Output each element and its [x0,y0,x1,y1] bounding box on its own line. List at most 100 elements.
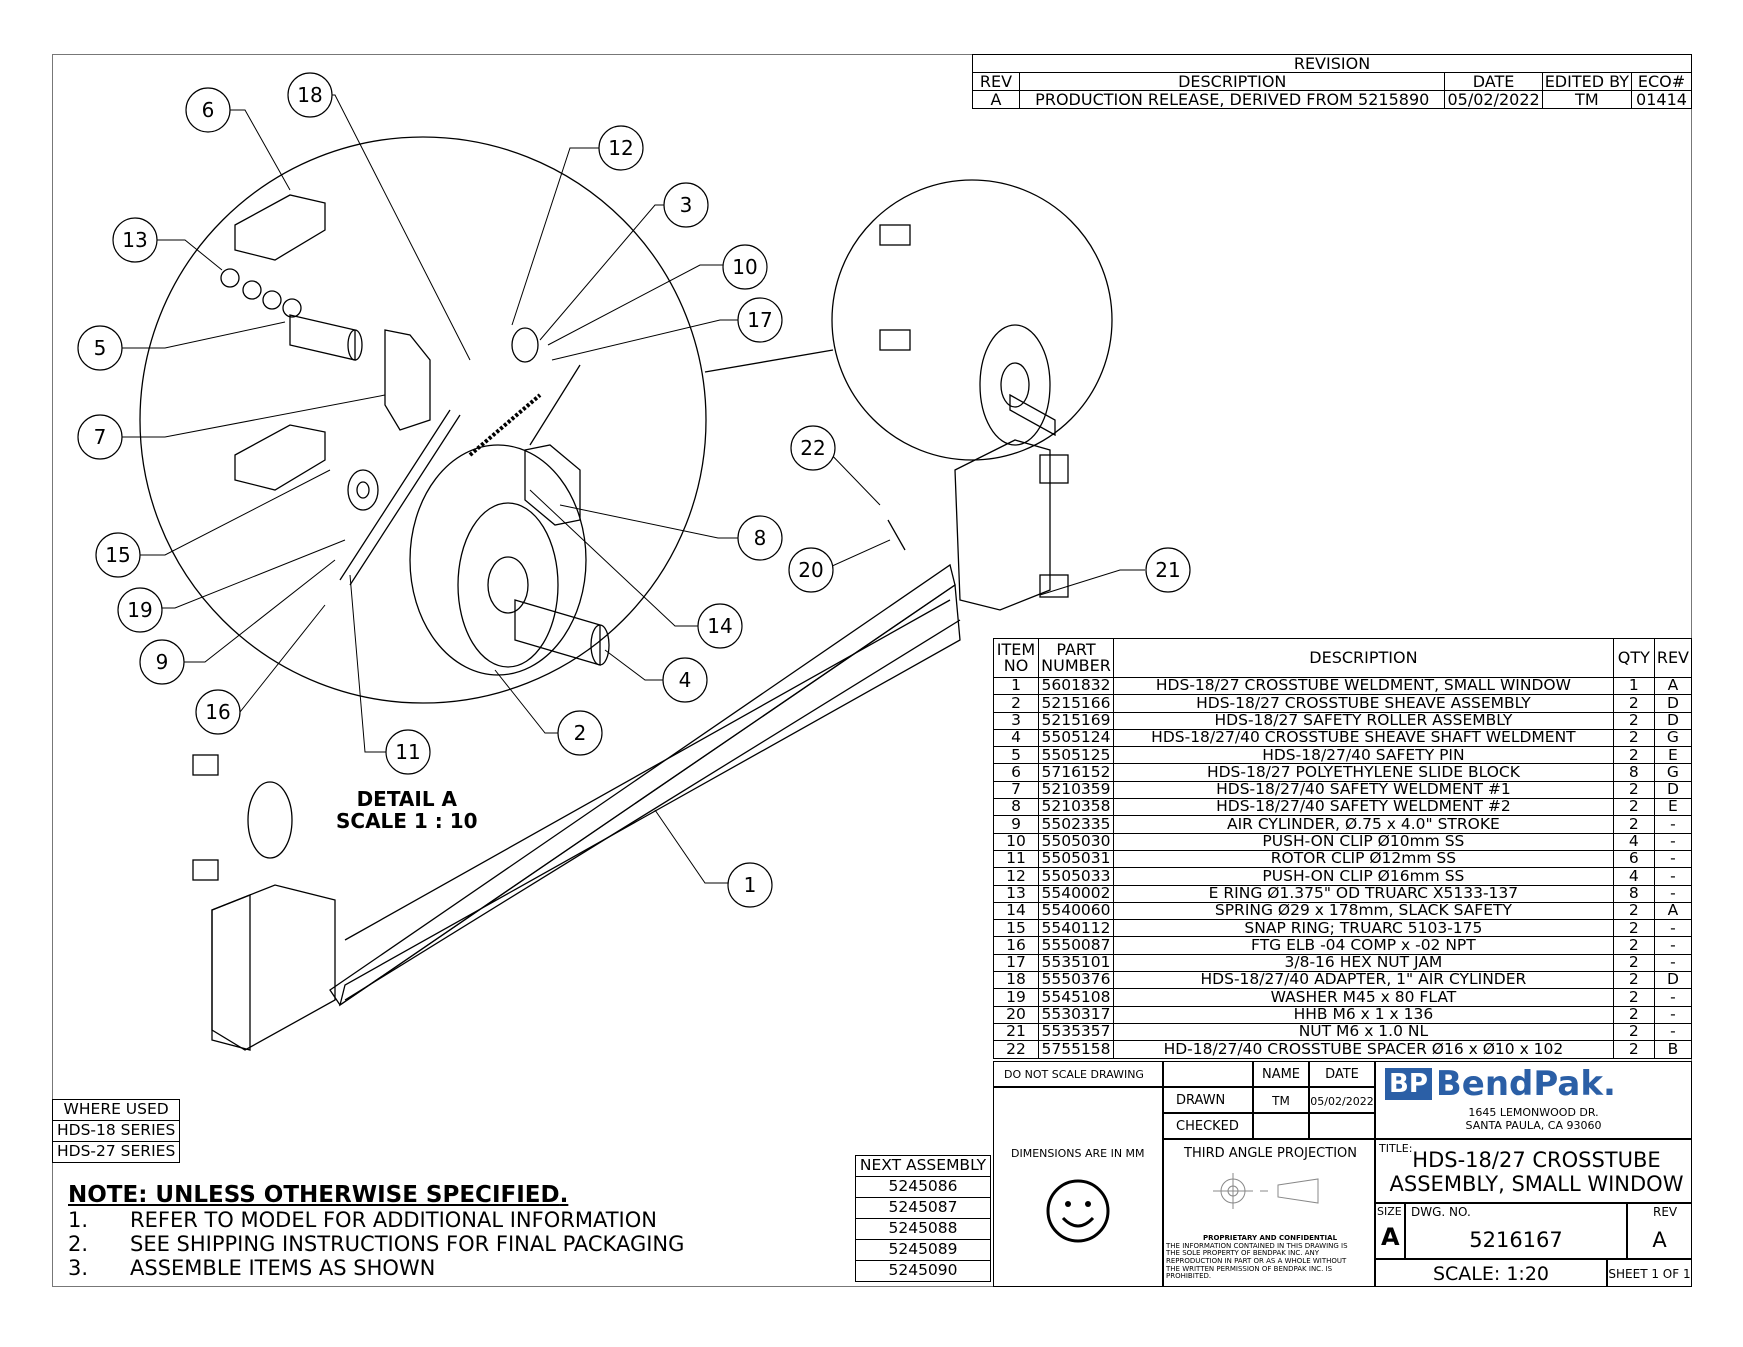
bom-qty: 4 [1612,832,1655,851]
bom-description: PUSH-ON CLIP Ø16mm SS [1113,867,1614,886]
bom-description: HDS-18/27 POLYETHYLENE SLIDE BLOCK [1113,763,1614,782]
bom-rev: - [1653,936,1693,955]
safety-weldment-1 [384,329,431,431]
bom-description: HDS-18/27/40 SAFETY WELDMENT #1 [1113,780,1614,800]
bom-rev: E [1653,798,1693,817]
bom-part-number: 5505125 [1038,746,1114,765]
bom-qty: 2 [1612,1022,1655,1042]
bom-header-desc: DESCRIPTION [1113,638,1614,678]
bom-part-number: 5505124 [1038,728,1114,748]
where-used-row: HDS-27 SERIES [51,1141,181,1163]
crosstube-beam-top [329,563,956,1006]
bom-rev: E [1653,746,1693,765]
bom-item-no: 18 [993,971,1039,990]
bom-part-number: 5716152 [1038,763,1114,782]
balloon-21 [1145,547,1191,593]
bom-part-number: 5755158 [1038,1040,1114,1059]
bom-part-number: 5215169 [1038,711,1114,730]
balloon-6 [185,87,231,133]
svg-text:5: 5 [94,336,107,360]
bom-qty: 2 [1612,1040,1655,1059]
bom-rev: - [1653,988,1693,1007]
bom-header-part: PART NUMBER [1038,638,1114,678]
bom-part-number: 5601832 [1038,676,1114,696]
where-used-table: WHERE USED HDS-18 SERIES HDS-27 SERIES [51,1099,181,1163]
where-used-row: HDS-18 SERIES [51,1120,181,1142]
title-block: DO NOT SCALE DRAWING NAME DATE DRAWN TM … [993,1061,1692,1287]
bill-of-materials: ITEM NO PART NUMBER DESCRIPTION QTY REV … [993,638,1693,1059]
bom-description: 3/8-16 HEX NUT JAM [1113,953,1614,973]
rev-label: REV [1653,1205,1678,1219]
bom-qty: 2 [1612,746,1655,765]
balloon-18 [287,72,333,118]
bom-qty: 8 [1612,884,1655,903]
drawn-name: TM [1253,1087,1309,1113]
bom-part-number: 5540060 [1038,901,1114,921]
projection-label: THIRD ANGLE PROJECTION [1184,1146,1357,1161]
bom-rev: D [1653,711,1693,730]
balloon-10 [722,244,768,290]
bom-qty: 2 [1612,798,1655,817]
detail-a-circle [139,136,707,704]
bom-rev: - [1653,953,1693,973]
checked-label: CHECKED [1163,1113,1253,1139]
bom-rev: - [1653,815,1693,834]
bom-item-no: 16 [993,936,1039,955]
bom-item-no: 13 [993,884,1039,903]
bom-qty: 6 [1612,849,1655,869]
balloon-2 [557,710,603,756]
svg-text:8: 8 [754,526,767,550]
bom-part-number: 5530317 [1038,1005,1114,1024]
bom-rev: D [1653,971,1693,990]
rev-header-rev: REV [972,72,1020,91]
drawing-title: HDS-18/27 CROSSTUBE ASSEMBLY, SMALL WIND… [1389,1148,1684,1196]
dimensions-note: DIMENSIONS ARE IN MM [1011,1147,1145,1160]
svg-text:22: 22 [800,436,825,460]
dwg-no: 5216167 [1469,1228,1563,1252]
next-assembly-row: 5245086 [855,1176,991,1198]
bom-part-number: 5505031 [1038,849,1114,869]
svg-text:7: 7 [94,425,107,449]
bom-part-number: 5550376 [1038,971,1114,990]
bom-qty: 2 [1612,901,1655,921]
bom-item-no: 7 [993,780,1039,800]
safety-weldment-2 [524,444,581,526]
svg-text:18: 18 [297,83,322,107]
general-notes: NOTE: UNLESS OTHERWISE SPECIFIED. 1.REFE… [68,1182,684,1280]
bom-description: WASHER M45 x 80 FLAT [1113,988,1614,1007]
bom-item-no: 5 [993,746,1039,765]
bom-item-no: 8 [993,798,1039,817]
third-angle-projection-icon [1213,1173,1319,1209]
bom-item-no: 20 [993,1005,1039,1024]
bom-rev: - [1653,832,1693,851]
svg-text:17: 17 [747,308,772,332]
bom-qty: 4 [1612,867,1655,886]
balloon-19 [117,587,163,633]
slide-block-top [234,194,326,261]
next-assembly-header: NEXT ASSEMBLY [855,1155,991,1177]
proprietary-note: PROPRIETARY AND CONFIDENTIAL THE INFORMA… [1166,1234,1348,1281]
bom-description: HDS-18/27 CROSSTUBE SHEAVE ASSEMBLY [1113,694,1614,713]
bom-qty: 2 [1612,919,1655,938]
svg-text:14: 14 [707,614,732,638]
svg-text:4: 4 [679,668,692,692]
bom-qty: 2 [1612,953,1655,973]
company-address: 1645 LEMONWOOD DR. SANTA PAULA, CA 93060 [1465,1106,1602,1132]
balloon-20 [788,547,834,593]
drawing-border [52,54,1692,1287]
title-label: TITLE: [1379,1142,1413,1155]
bom-description: NUT M6 x 1.0 NL [1113,1022,1614,1042]
svg-text:16: 16 [205,700,230,724]
svg-text:9: 9 [156,650,169,674]
